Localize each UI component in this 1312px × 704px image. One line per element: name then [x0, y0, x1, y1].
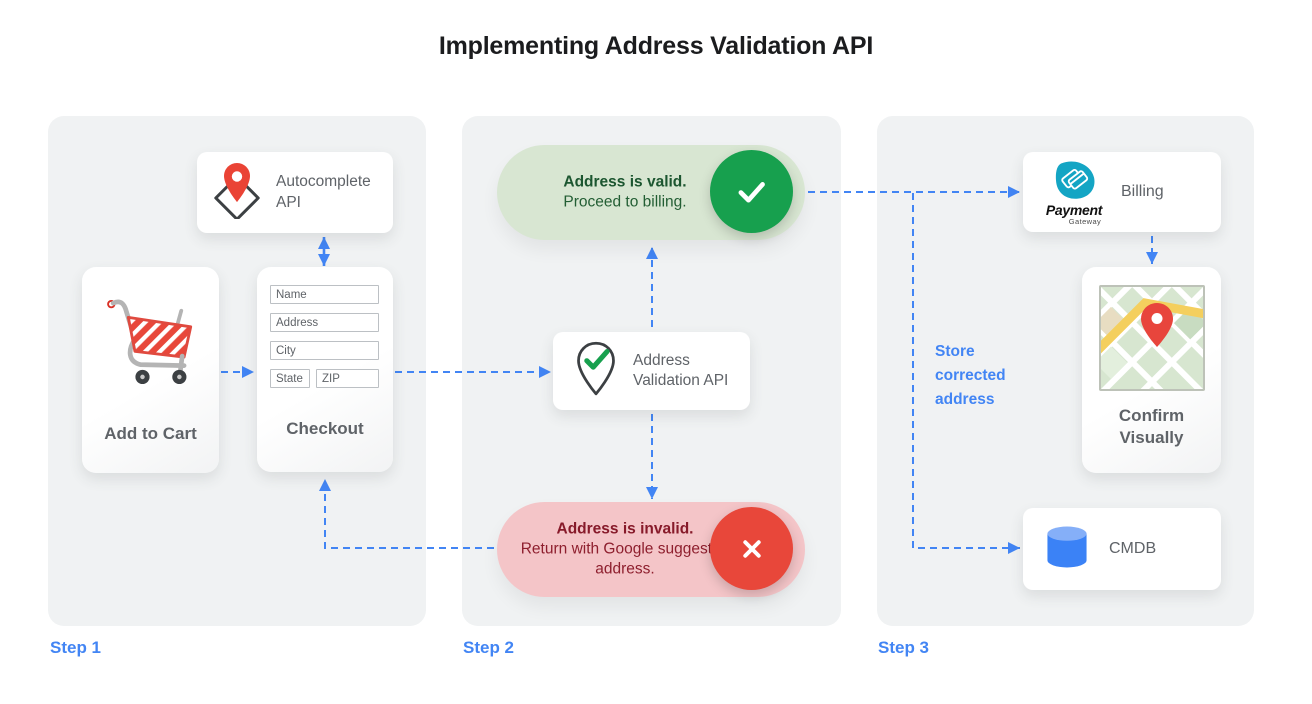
payment-gateway-logo: Payment Gateway — [1041, 159, 1107, 226]
address-field: Address — [270, 313, 379, 332]
map-pin-diamond-icon — [211, 161, 263, 224]
shopping-cart-icon — [106, 299, 192, 385]
state-field: State — [270, 369, 310, 388]
add-to-cart-label: Add to Cart — [104, 423, 197, 443]
autocomplete-api-card: Autocomplete API — [197, 152, 393, 233]
address-validation-api-label: Address Validation API — [633, 351, 729, 389]
cmdb-label: CMDB — [1109, 540, 1157, 557]
name-field: Name — [270, 285, 379, 304]
step3-label: Step 3 — [878, 638, 930, 657]
cmdb-card: CMDB — [1023, 508, 1221, 590]
confirm-visually-label: Confirm Visually — [1118, 405, 1185, 447]
check-circle-icon — [710, 150, 793, 233]
step1-label: Step 1 — [50, 638, 102, 657]
payment-logo-title: Payment — [1045, 201, 1103, 218]
page-title: Implementing Address Validation API — [438, 32, 874, 60]
city-field: City — [270, 341, 379, 360]
address-invalid-subtitle: Return with Google suggested address. — [520, 540, 730, 578]
checkout-label: Checkout — [286, 419, 364, 438]
step2-label: Step 2 — [463, 638, 515, 657]
map-pin-check-icon — [573, 340, 619, 403]
confirm-visually-card: Confirm Visually — [1082, 267, 1221, 473]
billing-label: Billing — [1121, 183, 1164, 200]
address-valid-title: Address is valid. — [563, 173, 687, 191]
address-validation-api-card: Address Validation API — [553, 332, 750, 410]
zip-field: ZIP — [316, 369, 379, 388]
checkout-card: Name Address City State ZIP Checkout — [257, 267, 393, 472]
address-valid-subtitle: Proceed to billing. — [563, 193, 687, 211]
payment-logo-subtitle: Gateway — [1068, 216, 1102, 226]
store-corrected-address-note: Store corrected address — [935, 343, 1006, 409]
autocomplete-api-label: Autocomplete API — [276, 173, 371, 211]
map-thumbnail — [1098, 285, 1205, 391]
address-invalid-title: Address is invalid. — [556, 519, 694, 537]
add-to-cart-card: Add to Cart — [82, 267, 219, 473]
database-cylinder-icon — [1043, 524, 1091, 575]
x-circle-icon — [710, 507, 793, 590]
billing-card: Payment Gateway Billing — [1023, 152, 1221, 232]
